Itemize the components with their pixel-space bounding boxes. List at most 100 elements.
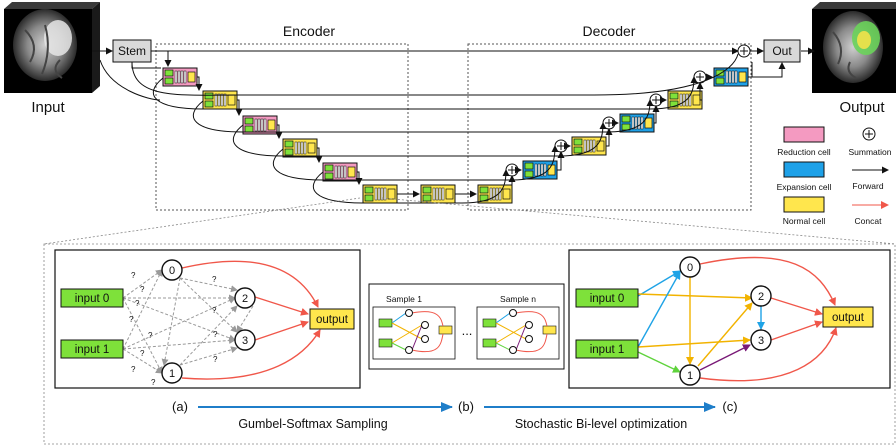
summation-node-1 — [554, 139, 568, 153]
mini-node — [509, 309, 517, 317]
detail-frame — [43, 243, 896, 445]
normal-cell-1 — [202, 90, 238, 110]
c-node-1 — [679, 364, 701, 386]
c-input0-box — [575, 288, 639, 308]
stem-to-first-cell — [131, 62, 161, 69]
step1-label: Gumbel-Softmax Sampling — [238, 417, 387, 431]
network-cells — [99, 44, 786, 204]
expansion-cell-dec-2 — [619, 113, 655, 133]
mini-output — [438, 325, 453, 335]
cell-node — [214, 93, 218, 107]
mini-edge — [495, 324, 527, 344]
cell-node — [540, 163, 544, 177]
cell-node — [441, 187, 445, 201]
normal-cell-dec-1 — [571, 136, 607, 156]
encoder-forward-arrow — [235, 99, 243, 116]
cell-input-1 — [364, 194, 374, 202]
normal-cell-5 — [362, 184, 398, 204]
cell-output — [307, 142, 316, 154]
cell-node — [586, 139, 590, 153]
a-unknown-edge-label: ? — [212, 306, 217, 315]
a-candidate-edge — [122, 297, 236, 350]
encoder-box — [155, 43, 409, 211]
cell-input-1 — [669, 100, 679, 108]
cell-output — [267, 119, 276, 131]
cell-node — [432, 187, 436, 201]
a-node-1 — [161, 362, 183, 384]
cell-output — [692, 94, 701, 106]
cell-node — [731, 70, 735, 84]
normal-cell-bridge-0 — [420, 184, 456, 204]
cell-node — [438, 187, 442, 201]
normal-cell-dec-3 — [667, 90, 703, 110]
mini-node — [405, 346, 413, 354]
decoder-up-2 — [605, 128, 613, 147]
cell-input-1 — [204, 100, 214, 108]
cell-output — [644, 117, 653, 129]
a-node-0 — [161, 259, 183, 281]
a-unknown-edge-label: ? — [131, 365, 136, 374]
skip-connection-2 — [232, 122, 607, 157]
skip-connection-0 — [152, 76, 698, 110]
cell-node — [734, 70, 738, 84]
sample-n-cell — [476, 306, 560, 360]
a-concat-arrow — [181, 329, 321, 380]
mini-node — [525, 321, 533, 329]
legend: Reduction cell Expansion cell Normal cel… — [777, 126, 892, 226]
cell-node — [220, 93, 224, 107]
cell-input-1 — [524, 170, 534, 178]
c-concat-arrow — [770, 320, 823, 341]
cell-node — [543, 163, 547, 177]
mini-node — [525, 335, 533, 343]
stem-label: Stem — [118, 44, 146, 58]
input-caption: Input — [31, 99, 65, 116]
c-node-label: 3 — [758, 335, 764, 347]
mini-concat — [515, 333, 548, 353]
expansion-cell-dec-0 — [522, 160, 558, 180]
a-candidate-edge — [179, 277, 238, 333]
cell-node — [257, 118, 261, 132]
sample-1-cell — [372, 306, 456, 360]
a-input1-label: input 1 — [75, 344, 110, 356]
a-unknown-edge-label: ? — [135, 299, 140, 308]
mini-node — [421, 335, 429, 343]
a-candidate-edge — [179, 305, 238, 366]
mini-input-1 — [482, 338, 497, 348]
decoder-up-4 — [696, 82, 704, 101]
cell-input-0 — [204, 92, 214, 100]
reduction-cell-4 — [322, 162, 358, 182]
cell-node — [254, 118, 258, 132]
cell-node — [297, 141, 301, 155]
panel-c-derived-edges — [637, 256, 838, 382]
encoder-title: Encoder — [283, 23, 335, 39]
legend-normal-swatch — [783, 196, 825, 213]
cell-node — [592, 139, 596, 153]
c-input1-label: input 1 — [590, 344, 625, 356]
a-candidate-edge — [122, 348, 163, 374]
encoder-forward-arrow — [315, 147, 323, 163]
a-node-label: 2 — [242, 293, 248, 305]
legend-normal-label: Normal cell — [783, 216, 826, 226]
mini-edge — [515, 324, 527, 351]
cell-output — [187, 71, 196, 83]
cell-output — [227, 94, 236, 106]
cell-node — [380, 187, 384, 201]
cell-node — [263, 118, 267, 132]
c-edge-in1-n0 — [637, 271, 681, 348]
summation-node-5 — [737, 44, 751, 58]
mini-concat — [411, 311, 444, 327]
cell-node — [634, 116, 638, 130]
legend-summation-label: Summation — [849, 147, 892, 157]
cell-input-0 — [284, 140, 294, 148]
c-output-box — [822, 306, 874, 328]
step2-label: Stochastic Bi-level optimization — [515, 417, 687, 431]
cell-input-0 — [244, 117, 254, 125]
cell-node — [217, 93, 221, 107]
a-candidate-edge — [122, 297, 163, 374]
normal-cell-3 — [282, 138, 318, 158]
legend-expansion-swatch — [783, 161, 825, 178]
legend-forward-label: Forward — [852, 181, 883, 191]
a-input0-label: input 0 — [75, 293, 110, 305]
label-c: (c) — [722, 399, 737, 414]
